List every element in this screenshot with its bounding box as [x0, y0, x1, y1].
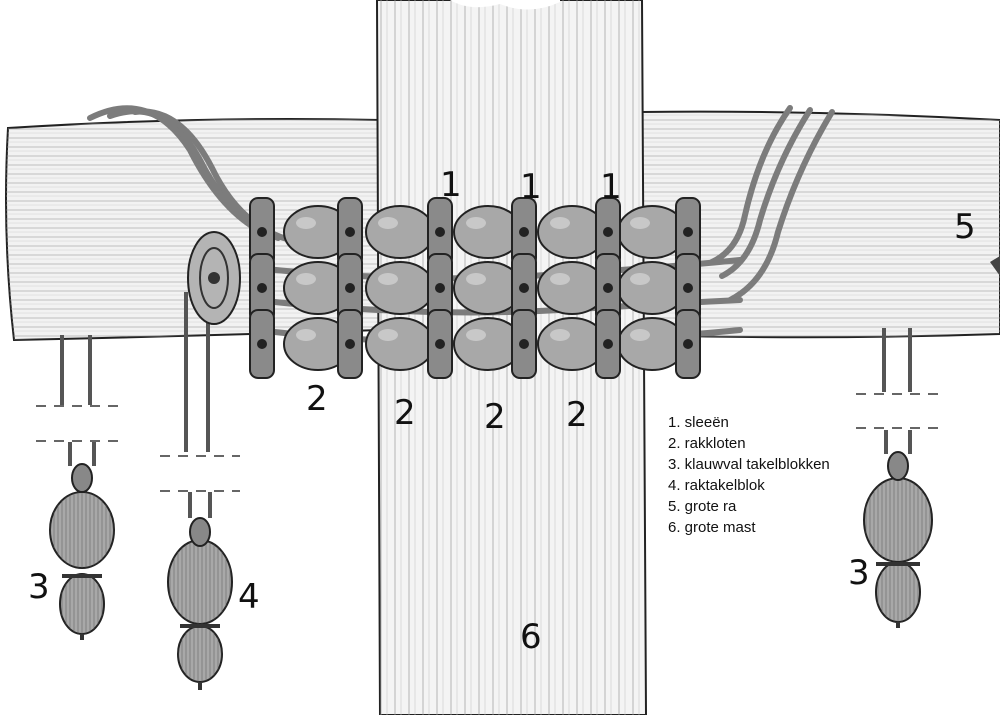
sledge-hole: [603, 283, 613, 293]
label-sled-c: 1: [600, 167, 622, 207]
parrel-ball-highlight: [630, 273, 650, 285]
label-parrel-c: 2: [484, 397, 506, 437]
label-sled-b: 1: [520, 167, 542, 207]
label-parrel-d: 2: [566, 395, 588, 435]
parrel-ball-highlight: [466, 273, 486, 285]
parrel-ball-highlight: [550, 329, 570, 341]
label-parrel-a: 2: [306, 379, 328, 419]
parrel-ball-highlight: [378, 217, 398, 229]
callout-numbers: 1 1 1 2 2 2 2 3 4 3 5 6: [28, 165, 976, 657]
parrel-ball-highlight: [550, 273, 570, 285]
parrel-ball-highlight: [466, 329, 486, 341]
sledge-hole: [257, 227, 267, 237]
sledge-hole: [435, 283, 445, 293]
block-4: [167, 492, 233, 690]
sledge-hole: [683, 339, 693, 349]
sledge-hole: [435, 227, 445, 237]
legend-item-tackle-blocks: 3. klauwval takelblokken: [668, 456, 830, 473]
parrel-ball-highlight: [550, 217, 570, 229]
sledge-hole: [603, 227, 613, 237]
label-block-left: 3: [28, 567, 50, 607]
label-mast: 6: [520, 617, 542, 657]
parrel-ball-highlight: [630, 329, 650, 341]
parrel-ball: [365, 261, 435, 315]
parrel-ball-highlight: [378, 329, 398, 341]
parrel-ball: [365, 317, 435, 371]
legend-item-sledges: 1. sleeën: [668, 414, 729, 431]
block-3-right: [863, 430, 933, 628]
label-parrel-b: 2: [394, 393, 416, 433]
sledge-hole: [257, 283, 267, 293]
yard-sheave: [187, 231, 241, 325]
legend-item-main-yard: 5. grote ra: [668, 498, 737, 515]
label-sled-a: 1: [440, 165, 462, 205]
sledge-hole: [683, 227, 693, 237]
sledge-hole: [519, 227, 529, 237]
legend-item-main-mast: 6. grote mast: [668, 519, 756, 536]
sledge-hole: [519, 339, 529, 349]
sledge-hole: [603, 339, 613, 349]
block-3-left: [49, 442, 115, 640]
label-yard-block: 4: [238, 577, 260, 617]
parrel-ball-highlight: [466, 217, 486, 229]
parrel-ball-highlight: [378, 273, 398, 285]
parrel-ball-highlight: [296, 329, 316, 341]
sledge-hole: [519, 283, 529, 293]
sledge-hole: [257, 339, 267, 349]
parrel-assembly: [249, 197, 701, 379]
parrel-ball: [365, 205, 435, 259]
sledge-hole: [683, 283, 693, 293]
label-block-right: 3: [848, 553, 870, 593]
legend: 1. sleeën 2. rakkloten 3. klauwval takel…: [668, 412, 830, 538]
sledge-hole: [345, 283, 355, 293]
parrel-ball-highlight: [296, 273, 316, 285]
sledge-hole: [345, 339, 355, 349]
sledge-hole: [435, 339, 445, 349]
parrel-ball-highlight: [630, 217, 650, 229]
legend-item-parrel-balls: 2. rakkloten: [668, 435, 746, 452]
legend-item-yard-tackle-block: 4. raktakelblok: [668, 477, 765, 494]
break-marks: [36, 393, 940, 492]
sledge-hole: [345, 227, 355, 237]
label-yard: 5: [954, 207, 976, 247]
parrel-ball-highlight: [296, 217, 316, 229]
